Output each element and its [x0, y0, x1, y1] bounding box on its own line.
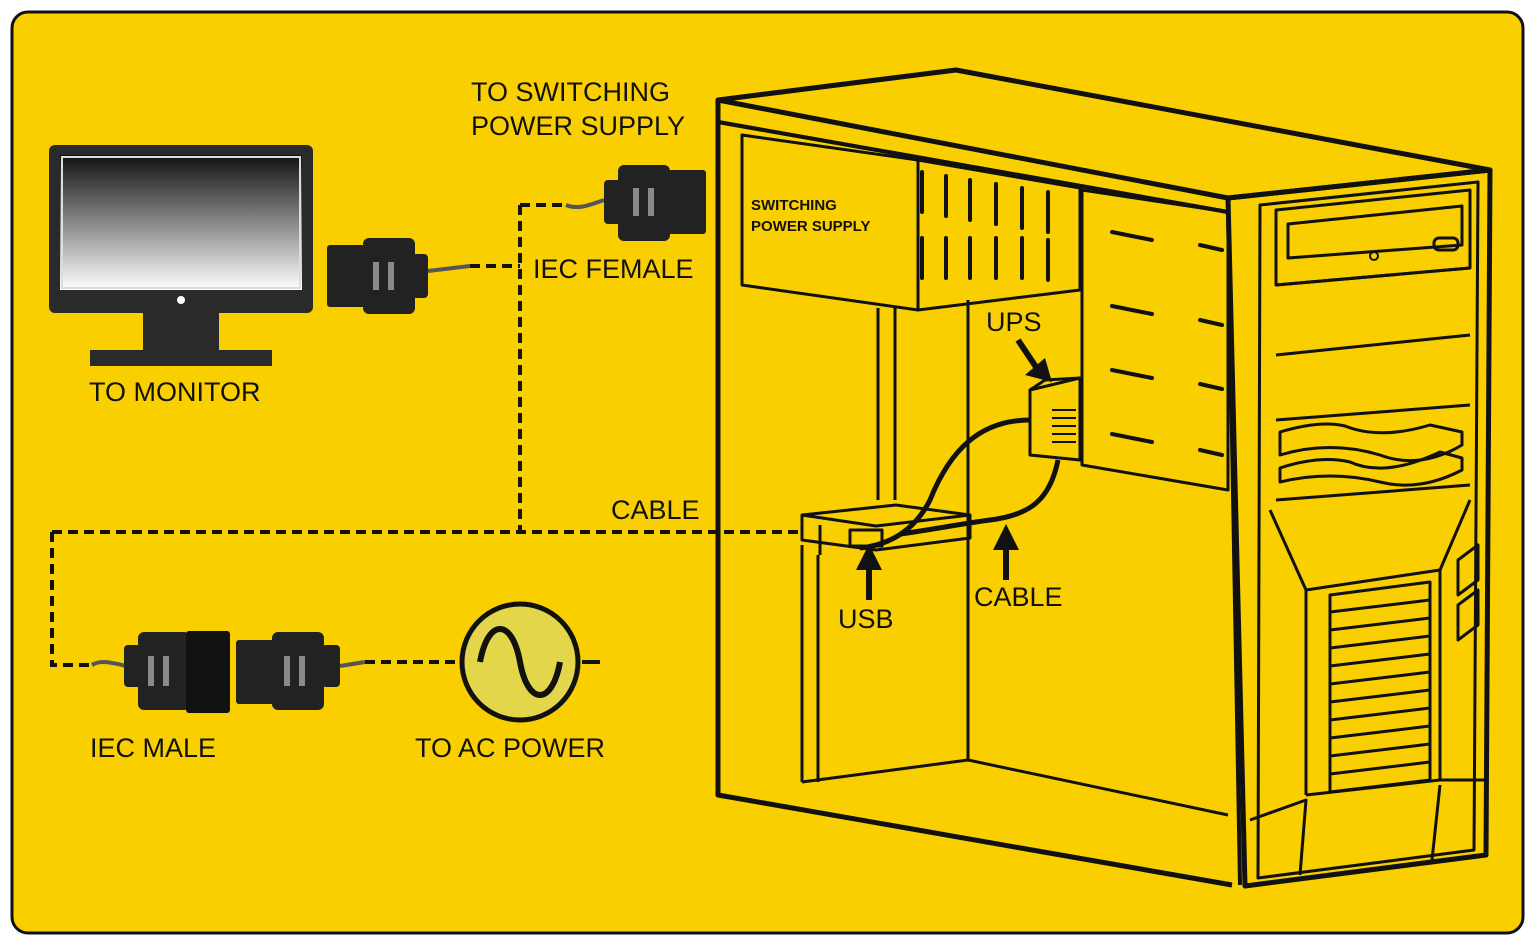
- power-wires: [50, 198, 800, 668]
- label-to-switching-2: POWER SUPPLY: [471, 111, 685, 141]
- arrow-up-icon: [993, 524, 1019, 580]
- computer-tower-icon: [715, 67, 1493, 889]
- iec-connector-icon: [124, 631, 340, 713]
- iec-connector-icon: [327, 238, 428, 314]
- label-iec-female: IEC FEMALE: [533, 254, 694, 284]
- label-psu-2: POWER SUPPLY: [751, 218, 870, 235]
- ac-source-icon: [459, 601, 581, 723]
- label-to-ac-power: TO AC POWER: [415, 733, 605, 763]
- label-psu-1: SWITCHING: [751, 197, 837, 214]
- arrow-up-icon: [856, 544, 882, 600]
- label-cable-left: CABLE: [611, 495, 700, 525]
- label-iec-male: IEC MALE: [90, 733, 216, 763]
- iec-connector-icon: [604, 165, 706, 241]
- label-to-monitor: TO MONITOR: [89, 377, 261, 407]
- label-to-switching-1: TO SWITCHING: [471, 77, 670, 107]
- monitor-icon: [49, 145, 313, 366]
- arrow-up-icon: [1015, 338, 1052, 382]
- label-cable-right: CABLE: [974, 582, 1063, 612]
- label-ups: UPS: [986, 307, 1042, 337]
- label-usb: USB: [838, 604, 894, 634]
